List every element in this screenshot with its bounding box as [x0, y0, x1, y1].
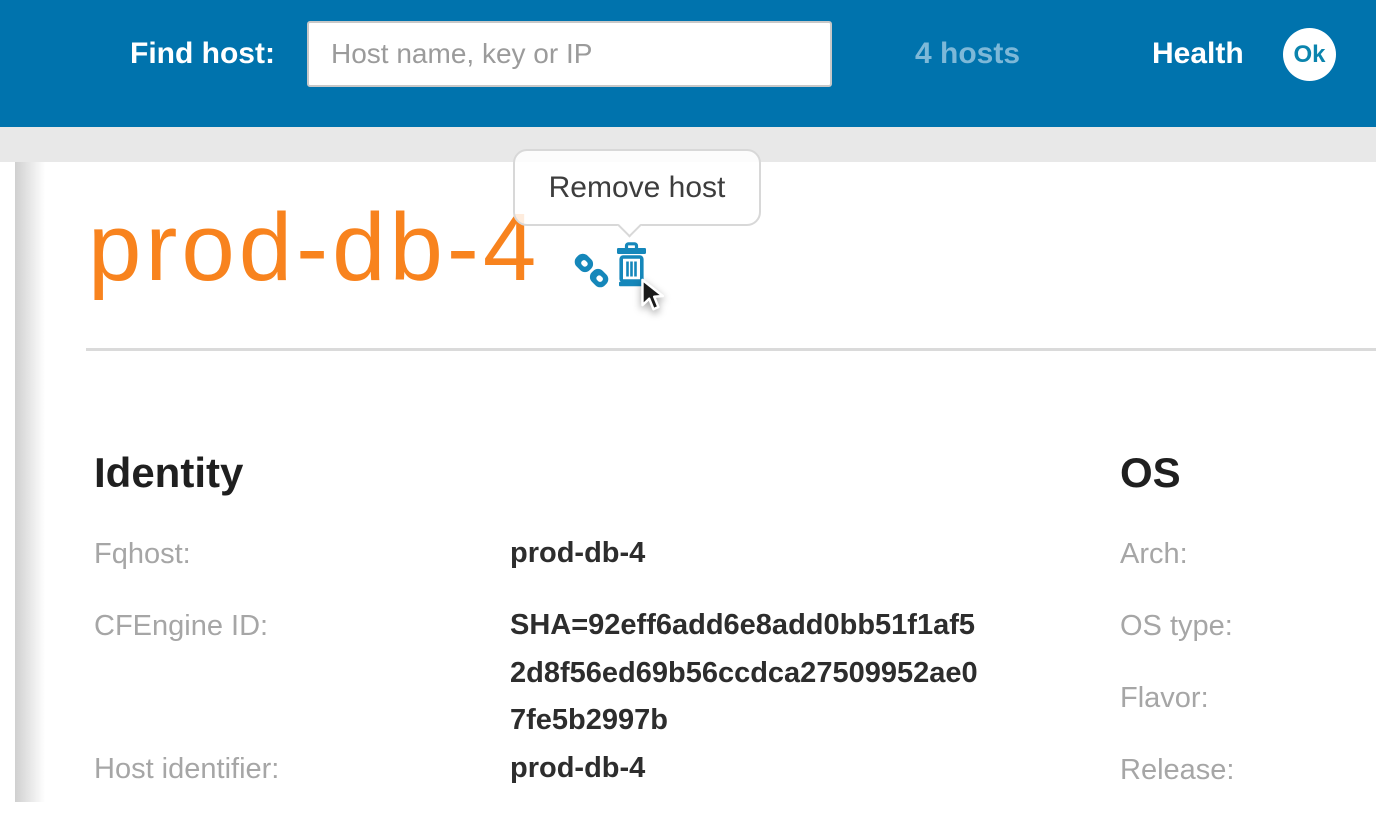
section-divider	[86, 348, 1376, 351]
row-label: Release:	[1120, 754, 1235, 786]
health-label: Health	[1152, 37, 1244, 70]
find-host-label: Find host:	[130, 37, 275, 70]
os-row-release: Release:	[1120, 746, 1376, 794]
identity-row-cfengine-id: CFEngine ID: SHA=92eff6add6e8add0bb51f1a…	[94, 602, 1104, 745]
os-heading: OS	[1120, 449, 1181, 496]
identity-rows: Fqhost: prod-db-4 CFEngine ID: SHA=92eff…	[94, 530, 1104, 793]
os-row-flavor: Flavor:	[1120, 674, 1376, 722]
tooltip-text: Remove host	[548, 170, 726, 204]
identity-row-fqhost: Fqhost: prod-db-4	[94, 530, 1104, 578]
row-label: Fqhost:	[94, 538, 191, 570]
row-value: SHA=92eff6add6e8add0bb51f1af52d8f56ed69b…	[510, 609, 978, 737]
host-title: prod-db-4	[88, 194, 541, 301]
mouse-cursor	[640, 278, 667, 315]
os-section: OS Arch: OS type: Flavor: Release:	[1120, 448, 1376, 818]
trash-icon	[617, 242, 646, 287]
remove-host-tooltip: Remove host	[513, 149, 761, 238]
row-label: Arch:	[1120, 538, 1188, 570]
remove-host-button[interactable]	[614, 242, 649, 287]
health-status-badge[interactable]: Ok	[1283, 28, 1336, 81]
row-label: OS type:	[1120, 610, 1233, 642]
identity-section: Identity Fqhost: prod-db-4 CFEngine ID: …	[94, 448, 1104, 817]
row-value: prod-db-4	[510, 751, 646, 784]
cursor-arrow-icon	[641, 278, 665, 311]
identity-row-host-identifier: Host identifier: prod-db-4	[94, 745, 1104, 793]
os-row-os-type: OS type:	[1120, 602, 1376, 650]
row-label: CFEngine ID:	[94, 610, 269, 642]
row-label: Host identifier:	[94, 752, 280, 785]
chain-link-icon	[574, 253, 609, 288]
row-value: prod-db-4	[510, 537, 646, 569]
host-link-button[interactable]	[570, 249, 613, 292]
os-rows: Arch: OS type: Flavor: Release:	[1120, 530, 1376, 794]
tooltip-caret	[617, 213, 642, 238]
content-left-shadow	[15, 162, 45, 802]
os-row-arch: Arch:	[1120, 530, 1376, 578]
row-label: Flavor:	[1120, 682, 1209, 714]
hosts-count-link[interactable]: 4 hosts	[915, 37, 1021, 70]
host-search-input[interactable]	[307, 21, 832, 87]
identity-heading: Identity	[94, 449, 244, 496]
top-bar: Find host: 4 hosts Health Ok	[0, 0, 1376, 127]
